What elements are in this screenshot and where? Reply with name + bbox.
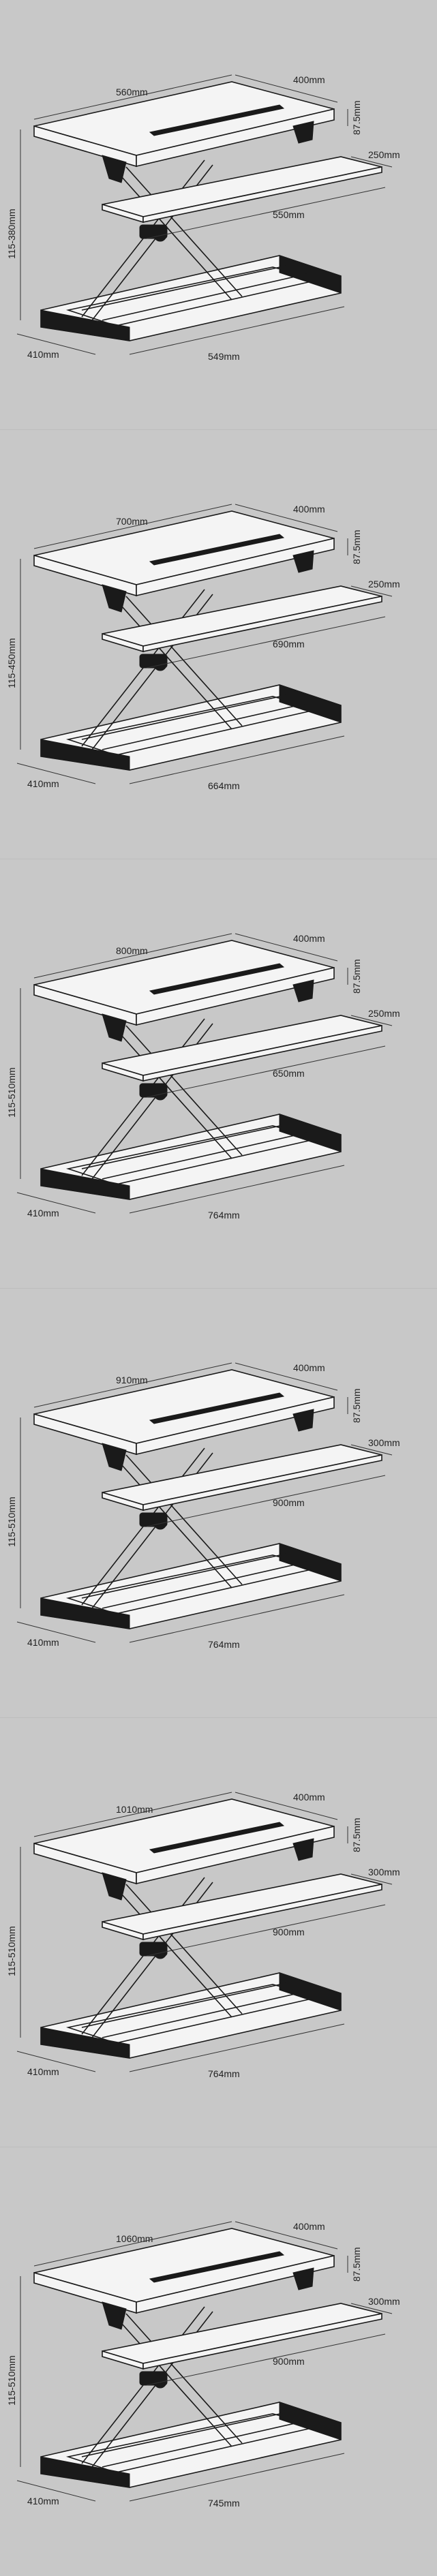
- keyboard-width-label: 690mm: [273, 639, 305, 649]
- thickness-label: 87.5mm: [351, 1818, 362, 1852]
- base-width-label: 764mm: [208, 2068, 240, 2079]
- desk-converter-diagram: 700mm 400mm 87.5mm 250mm 690mm 115-450mm…: [0, 429, 437, 859]
- desk-converter-diagram: 910mm 400mm 87.5mm 300mm 900mm 115-510mm…: [0, 1288, 437, 1717]
- height-range-label: 115-510mm: [6, 1067, 17, 1118]
- dimension-lines: [16, 504, 393, 784]
- depth-label: 400mm: [293, 933, 325, 944]
- dimension-lines: [16, 1792, 393, 2072]
- desk-drawing: 800mm 400mm 87.5mm 250mm 650mm 115-510mm…: [6, 933, 400, 1221]
- top-width-label: 560mm: [116, 87, 148, 97]
- base-depth-label: 410mm: [27, 1637, 59, 1648]
- dimension-lines: [16, 933, 393, 1214]
- base-width-label: 549mm: [208, 351, 240, 362]
- keyboard-depth-label: 250mm: [368, 1008, 400, 1019]
- base-depth-label: 410mm: [27, 778, 59, 789]
- desk-drawing: 1060mm 400mm 87.5mm 300mm 900mm 115-510m…: [6, 2221, 400, 2509]
- base-frame: [40, 684, 342, 771]
- top-width-label: 910mm: [116, 1375, 148, 1385]
- desk-top: [33, 81, 335, 183]
- keyboard-tray: [102, 1873, 382, 1941]
- top-width-label: 1010mm: [116, 1804, 153, 1815]
- keyboard-depth-label: 300mm: [368, 2296, 400, 2307]
- desk-drawing: 700mm 400mm 87.5mm 250mm 690mm 115-450mm…: [6, 504, 400, 791]
- thickness-label: 87.5mm: [351, 530, 362, 564]
- depth-label: 400mm: [293, 2221, 325, 2232]
- keyboard-width-label: 650mm: [273, 1068, 305, 1079]
- keyboard-tray: [102, 585, 382, 653]
- desk-converter-diagram: 1060mm 400mm 87.5mm 300mm 900mm 115-510m…: [0, 2147, 437, 2576]
- base-width-label: 664mm: [208, 780, 240, 791]
- depth-label: 400mm: [293, 1792, 325, 1803]
- keyboard-tray: [102, 1444, 382, 1512]
- desk-top: [33, 1798, 335, 1901]
- base-frame: [40, 1972, 342, 2059]
- keyboard-width-label: 900mm: [273, 2356, 305, 2367]
- base-width-label: 764mm: [208, 1210, 240, 1221]
- height-range-label: 115-380mm: [6, 209, 17, 259]
- desk-top: [33, 1369, 335, 1471]
- keyboard-depth-label: 250mm: [368, 149, 400, 160]
- scissor-lift: [81, 589, 243, 750]
- top-width-label: 1060mm: [116, 2233, 153, 2244]
- desk-top: [33, 510, 335, 613]
- top-width-label: 700mm: [116, 516, 148, 527]
- thickness-label: 87.5mm: [351, 100, 362, 135]
- base-frame: [40, 1114, 342, 1200]
- base-frame: [40, 2402, 342, 2488]
- keyboard-depth-label: 300mm: [368, 1867, 400, 1877]
- dimension-lines: [16, 1362, 393, 1643]
- panel-divider: [0, 1717, 437, 1718]
- desk-converter-diagram: 560mm 400mm 87.5mm 250mm 550mm 115-380mm…: [0, 0, 437, 429]
- keyboard-depth-label: 250mm: [368, 579, 400, 589]
- scissor-lift: [81, 1877, 243, 2038]
- desk-converter-diagram: 1010mm 400mm 87.5mm 300mm 900mm 115-510m…: [0, 1717, 437, 2147]
- base-depth-label: 410mm: [27, 349, 59, 360]
- base-depth-label: 410mm: [27, 2496, 59, 2506]
- keyboard-tray: [102, 1015, 382, 1082]
- thickness-label: 87.5mm: [351, 959, 362, 994]
- base-depth-label: 410mm: [27, 1208, 59, 1218]
- keyboard-tray: [102, 156, 382, 224]
- depth-label: 400mm: [293, 504, 325, 515]
- panel-divider: [0, 429, 437, 430]
- base-frame: [40, 1543, 342, 1629]
- scissor-lift: [81, 159, 243, 321]
- scissor-lift: [81, 1018, 243, 1180]
- top-width-label: 800mm: [116, 945, 148, 956]
- height-range-label: 115-510mm: [6, 1497, 17, 1547]
- desk-drawing: 1010mm 400mm 87.5mm 300mm 900mm 115-510m…: [6, 1792, 400, 2079]
- dimension-lines: [16, 2221, 393, 2502]
- base-frame: [40, 255, 342, 341]
- height-range-label: 115-510mm: [6, 1926, 17, 1976]
- desk-top: [33, 940, 335, 1042]
- base-width-label: 764mm: [208, 1639, 240, 1650]
- height-range-label: 115-450mm: [6, 638, 17, 688]
- thickness-label: 87.5mm: [351, 2247, 362, 2282]
- desk-top: [33, 2228, 335, 2330]
- desk-converter-diagram: 800mm 400mm 87.5mm 250mm 650mm 115-510mm…: [0, 859, 437, 1288]
- depth-label: 400mm: [293, 74, 325, 85]
- depth-label: 400mm: [293, 1362, 325, 1373]
- keyboard-depth-label: 300mm: [368, 1437, 400, 1448]
- height-range-label: 115-510mm: [6, 2355, 17, 2406]
- panel-divider: [0, 1288, 437, 1289]
- dimension-lines: [16, 74, 393, 355]
- desk-drawing: 560mm 400mm 87.5mm 250mm 550mm 115-380mm…: [6, 74, 400, 362]
- base-depth-label: 410mm: [27, 2066, 59, 2077]
- base-width-label: 745mm: [208, 2498, 240, 2509]
- keyboard-width-label: 900mm: [273, 1927, 305, 1937]
- desk-drawing: 910mm 400mm 87.5mm 300mm 900mm 115-510mm…: [6, 1362, 400, 1650]
- thickness-label: 87.5mm: [351, 1388, 362, 1423]
- keyboard-tray: [102, 2303, 382, 2370]
- keyboard-width-label: 900mm: [273, 1497, 305, 1508]
- keyboard-width-label: 550mm: [273, 209, 305, 220]
